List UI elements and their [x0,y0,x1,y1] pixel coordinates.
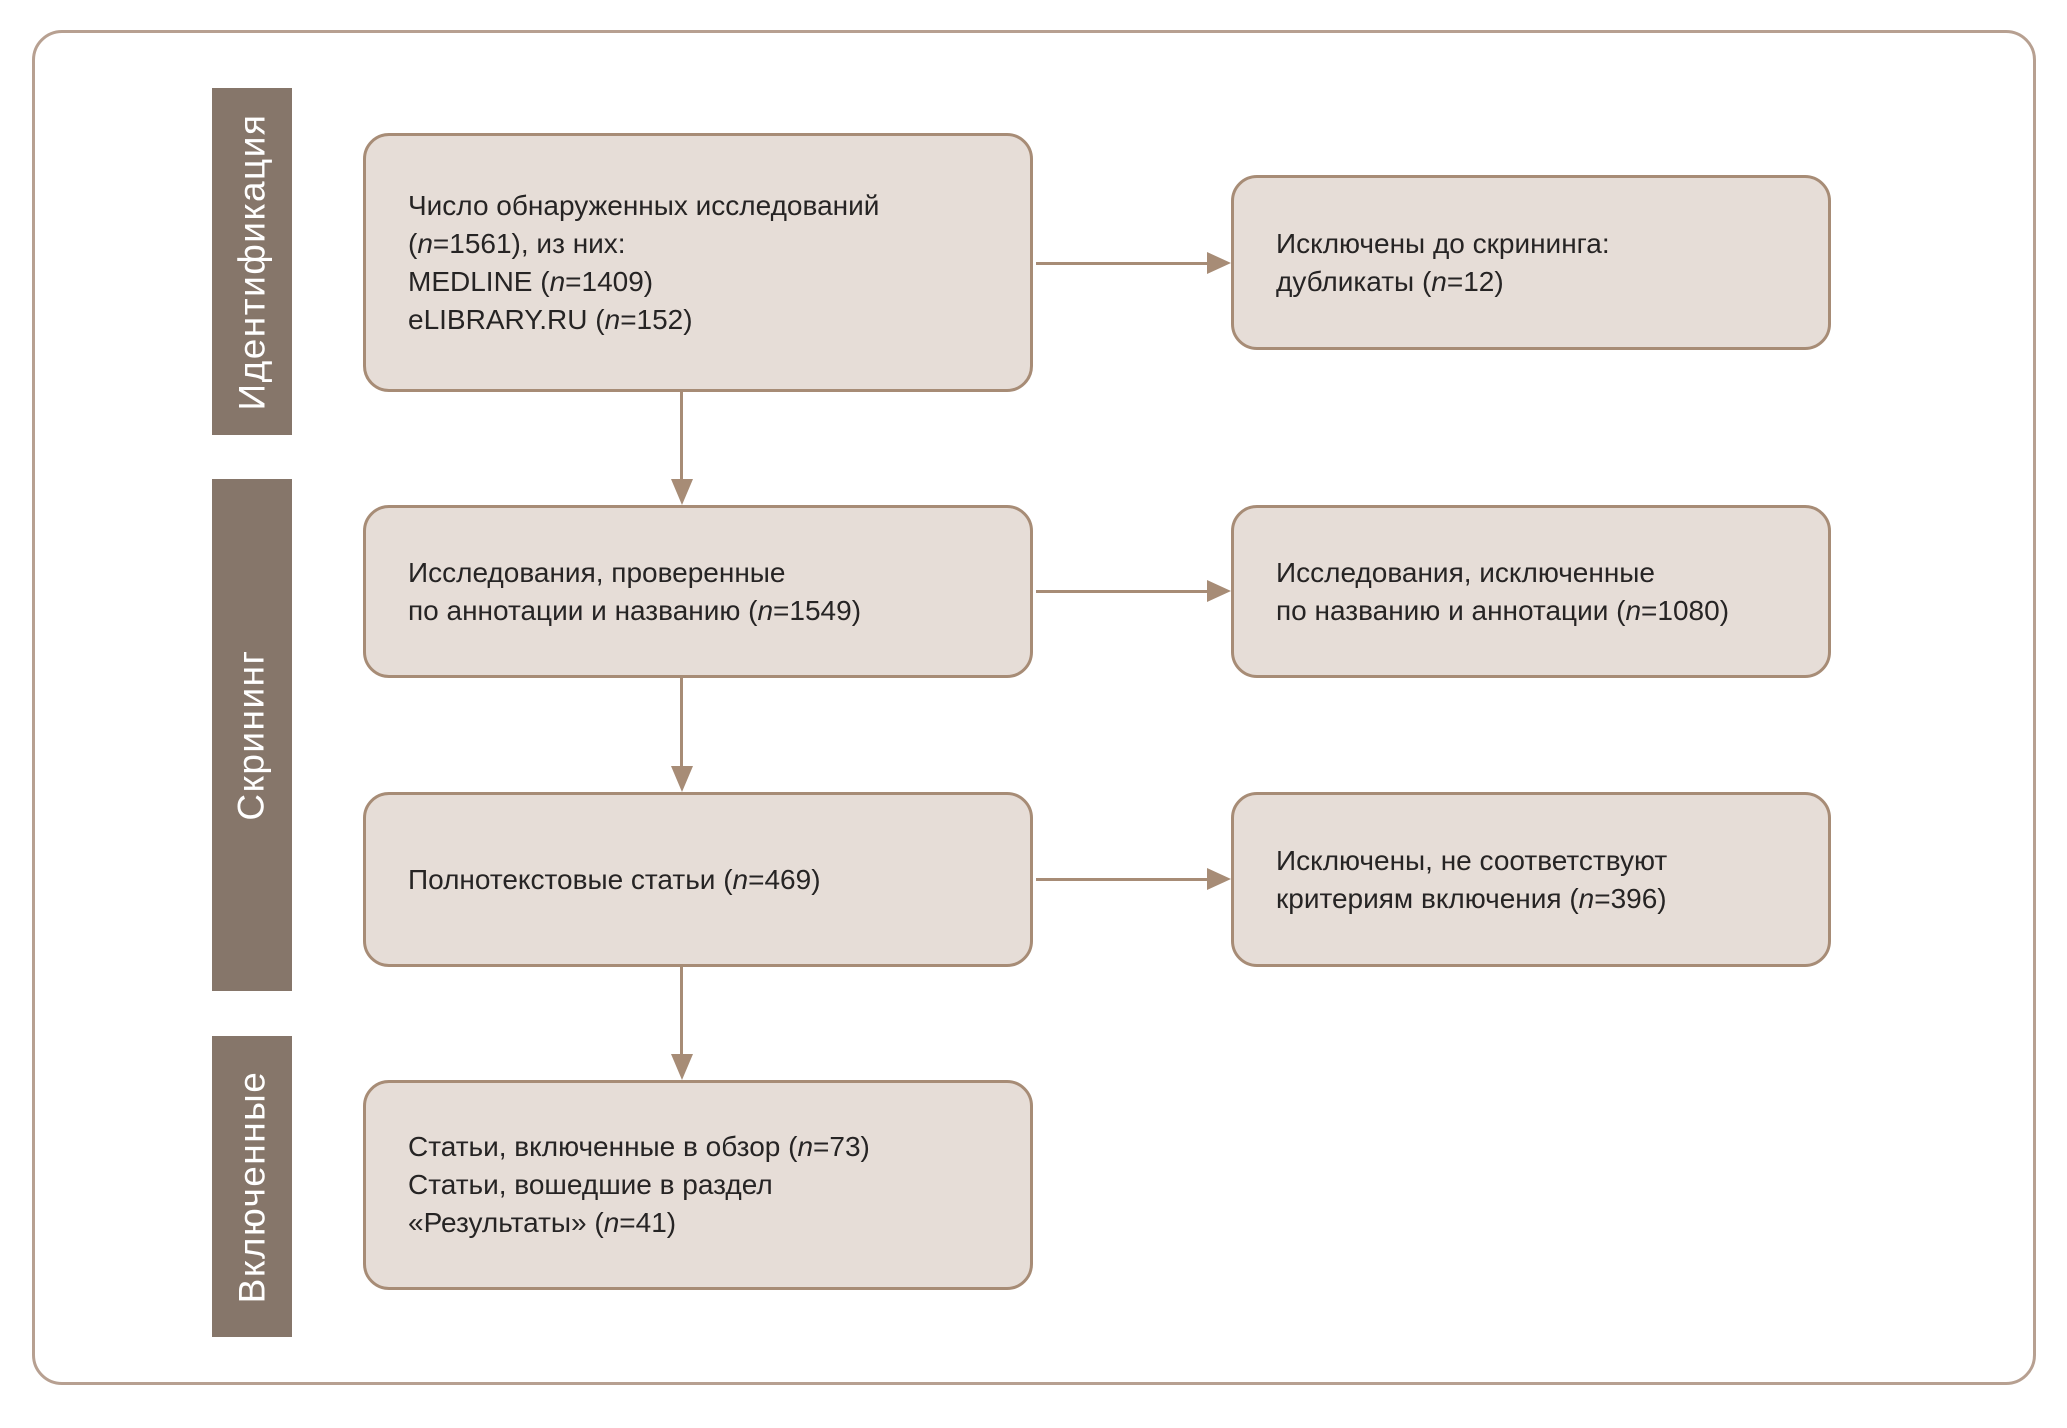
flow-box-studies-found: Число обнаруженных исследований(n=1561),… [363,133,1033,392]
arrow-line-fulltext-to-excluded3 [1036,878,1208,881]
stage-label-identification: Идентификация [231,113,272,410]
stage-label-included: Включенные [231,1070,273,1303]
flow-box-articles-included: Статьи, включенные в обзор (n=73)Статьи,… [363,1080,1033,1290]
stage-bar-included: Включенные [212,1036,292,1337]
arrow-head-found-to-excluded1-icon [1207,252,1231,274]
arrow-head-screened-to-fulltext-icon [671,766,693,792]
diagram-outer-frame [32,30,2036,1385]
flow-box-fulltext-articles: Полнотекстовые статьи (n=469) [363,792,1033,967]
arrow-line-found-to-screened [680,392,683,481]
arrow-head-screened-to-excluded2-icon [1207,580,1231,602]
arrow-line-screened-to-fulltext [680,678,683,768]
arrow-line-fulltext-to-included [680,967,683,1056]
arrow-head-fulltext-to-excluded3-icon [1207,868,1231,890]
stage-bar-identification: Идентификация [212,88,292,435]
flow-box-excluded-before-screening: Исключены до скрининга:дубликаты (n=12) [1231,175,1831,350]
stage-label-screening: Скрининг [231,649,272,821]
arrow-line-found-to-excluded1 [1036,262,1208,265]
stage-bar-screening: Скрининг [212,479,292,991]
arrow-head-found-to-screened-icon [671,479,693,505]
arrow-head-fulltext-to-included-icon [671,1054,693,1080]
arrow-line-screened-to-excluded2 [1036,590,1208,593]
